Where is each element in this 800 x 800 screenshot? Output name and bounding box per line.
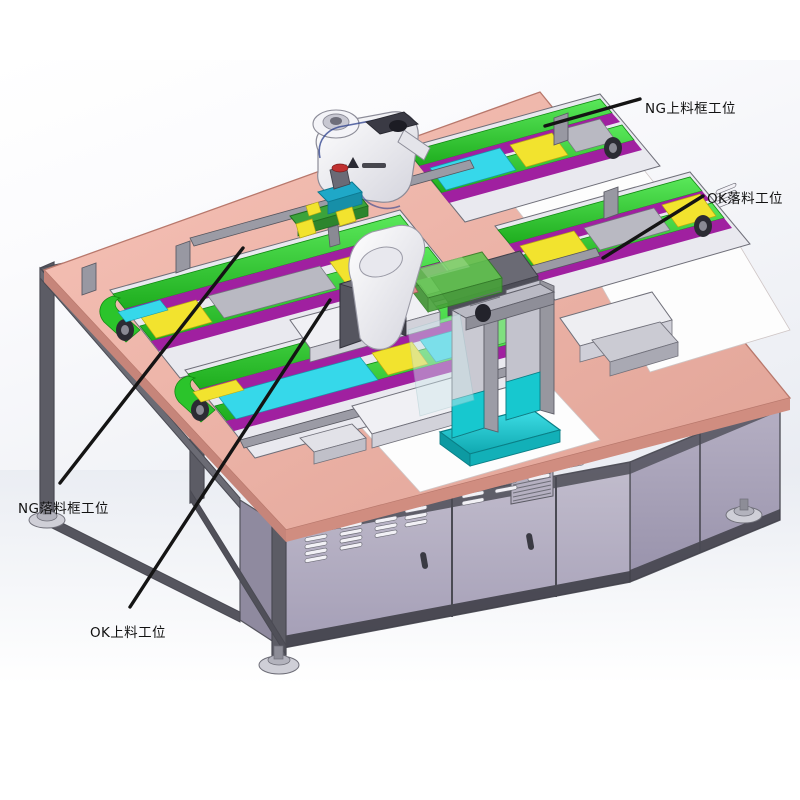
door-handle[interactable] (420, 533, 535, 570)
deck-posts (81, 112, 619, 296)
label-ok-load-station: OK上料工位 (90, 625, 166, 641)
leader-ok-load (128, 298, 332, 609)
auxiliary-boxes (299, 321, 679, 465)
gantry-lift (407, 279, 562, 467)
label-ng-load-frame-station: NG上料框工位 (645, 101, 736, 117)
label-ng-unload-frame-station: NG落料框工位 (18, 501, 109, 517)
conveyor-rear-upper (404, 93, 661, 223)
leader-ng-load (543, 97, 642, 128)
product-tray-green (407, 251, 503, 314)
leader-ng-unload (58, 246, 245, 485)
leader-lines (58, 97, 705, 609)
leveling-foot (28, 498, 763, 675)
end-effector (289, 163, 369, 248)
leader-ok-unload (601, 194, 705, 260)
label-ok-unload-station: OK落料工位 (707, 191, 783, 207)
